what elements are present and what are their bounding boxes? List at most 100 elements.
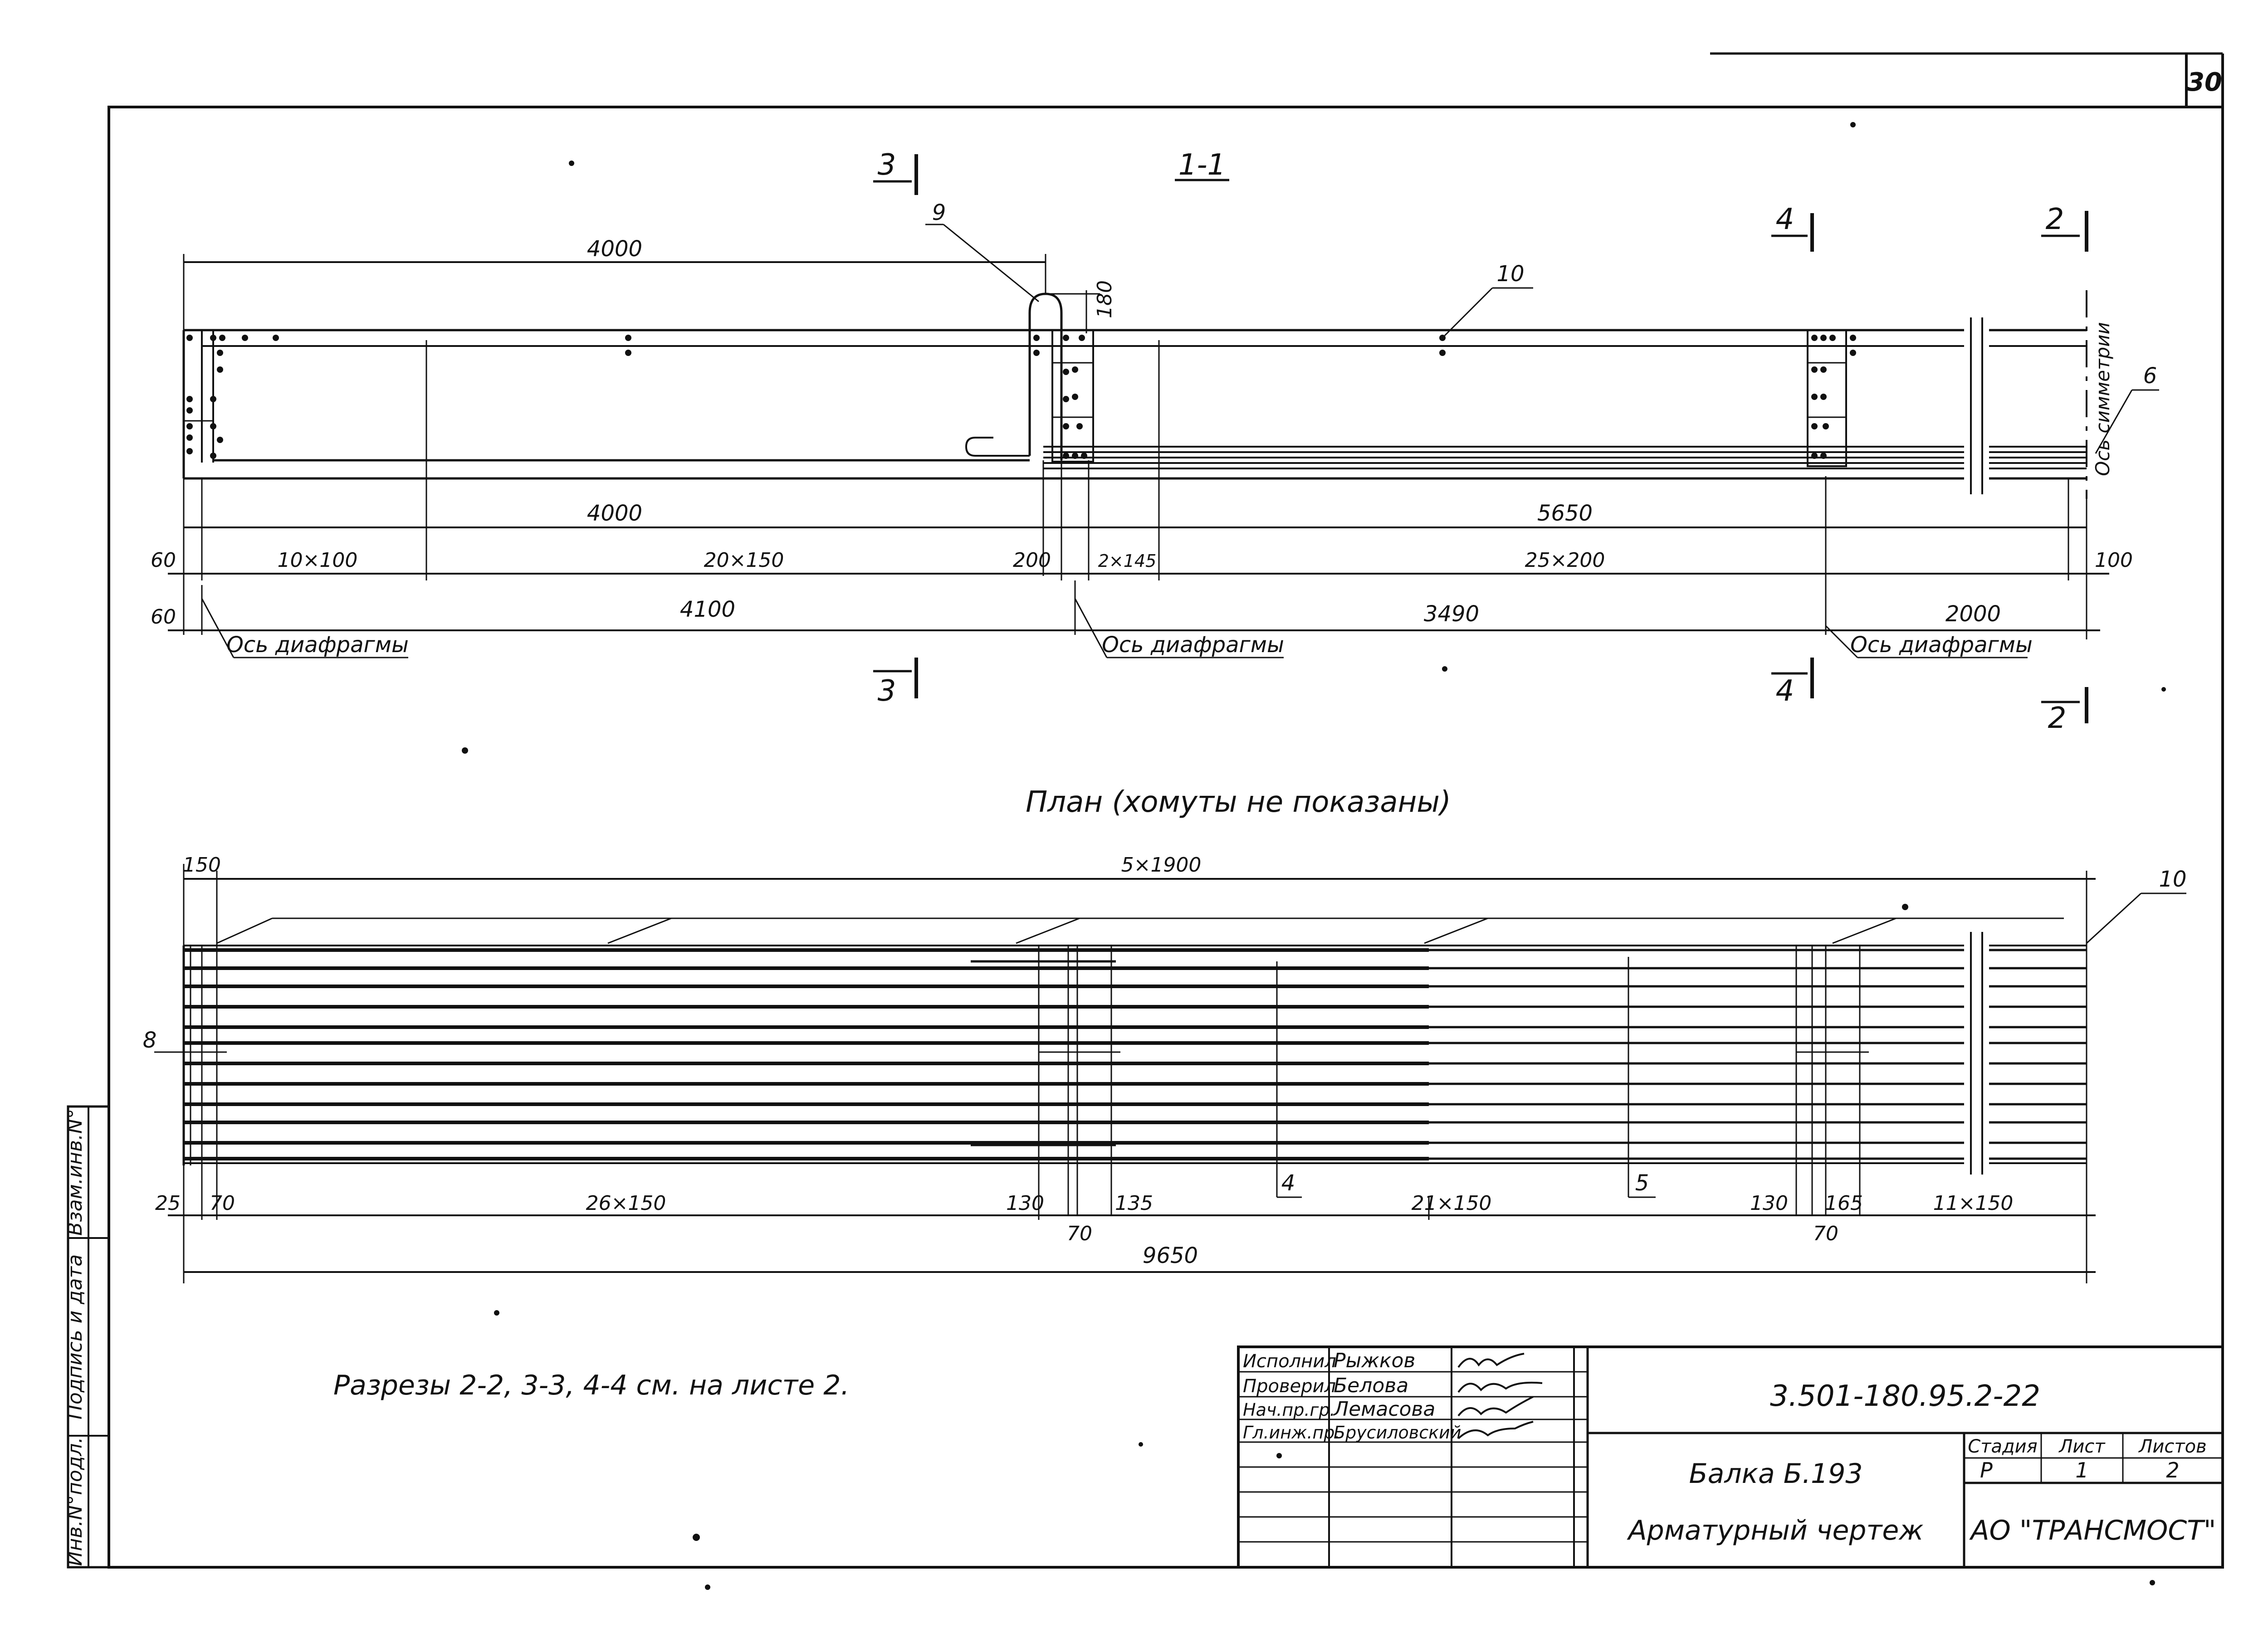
sheet-frame [108,52,2224,1569]
cut-mark-2-top: 2 [2041,203,2088,252]
svg-text:100: 100 [2095,549,2133,572]
rebar-dots [186,335,1856,459]
dim-row-2: 60 10×100 20×150 200 2×145 25×200 100 [151,460,2133,580]
company-name: АО "ТРАНСМОСТ" [1969,1515,2216,1546]
svg-text:11×150: 11×150 [1933,1192,2014,1215]
svg-text:2000: 2000 [1945,601,2001,627]
sheet-label: Лист [2058,1436,2106,1457]
plan-dim-row: 25 70 26×150 130 70 135 21×150 130 165 7… [155,1165,2096,1283]
svg-text:60: 60 [151,605,176,629]
svg-text:4: 4 [1776,203,1794,236]
svg-text:130: 130 [1006,1192,1044,1215]
plan-dim-top: 150 5×1900 [183,853,2096,948]
dim-row-1: 4000 5650 [183,460,2087,639]
plan-dim-total: 9650 [184,1243,2096,1273]
object-name: Балка Б.193 [1689,1458,1862,1490]
plan-view: План (хомуты не показаны) 150 5×1900 10 [143,785,2187,1283]
stage-label: Стадия [1968,1436,2037,1457]
svg-text:21×150: 21×150 [1412,1192,1492,1215]
axis-symmetry-label: Ось симметрии [2092,322,2114,476]
svg-text:3: 3 [878,674,896,708]
handwritten-signatures [1457,1353,1543,1439]
svg-text:180: 180 [1093,280,1116,318]
svg-text:150: 150 [183,853,221,877]
svg-text:Взам.инв.N°: Взам.инв.N° [64,1109,87,1236]
svg-text:Ось диафрагмы: Ось диафрагмы [1102,632,1284,658]
svg-text:3: 3 [878,148,896,182]
svg-text:Ось диафрагмы: Ось диафрагмы [226,632,409,658]
svg-text:10: 10 [1496,261,1524,287]
svg-text:4000: 4000 [587,501,642,526]
svg-text:165: 165 [1825,1192,1863,1215]
svg-text:6: 6 [2143,363,2157,389]
svg-text:Рыжков: Рыжков [1334,1349,1415,1372]
plan-leader-4: 4 [1277,1170,1302,1198]
sheets-label: Листов [2138,1436,2206,1457]
sections-note: Разрезы 2-2, 3-3, 4-4 см. на листе 2. [333,1370,850,1401]
sheet-value: 1 [2075,1458,2088,1482]
svg-text:135: 135 [1115,1192,1153,1215]
cut-mark-4-top: 4 [1771,203,1814,252]
plan-leader-10: 10 [216,867,2187,944]
plan-leader-8: 8 [143,1028,1869,1053]
plan-body [182,932,2087,1279]
svg-text:2: 2 [2048,702,2067,735]
svg-text:2: 2 [2046,203,2064,236]
cut-mark-3-bottom: 3 [873,658,918,708]
svg-text:70: 70 [1813,1222,1838,1245]
sheets-value: 2 [2166,1458,2179,1482]
svg-text:4: 4 [1281,1170,1295,1196]
svg-text:9: 9 [932,200,946,225]
svg-text:60: 60 [151,549,176,572]
svg-text:3490: 3490 [1424,601,1479,627]
svg-text:8: 8 [143,1028,157,1053]
signature-roles: Исполнил Рыжков Проверил Белова Нач.пр.г… [1243,1349,1461,1443]
svg-text:Подпись и дата: Подпись и дата [64,1254,87,1419]
sheet-number: 30 [2187,68,2222,97]
dim-row-3: 60 4100 3490 2000 [151,476,2100,635]
svg-text:Нач.пр.гр.: Нач.пр.гр. [1243,1400,1335,1420]
svg-text:Белова: Белова [1334,1374,1408,1397]
leader-9: 9 [925,200,1039,302]
plan-title: План (хомуты не показаны) [1026,785,1451,819]
svg-text:70: 70 [210,1192,235,1215]
svg-text:10: 10 [2159,867,2186,892]
drawing-type: Арматурный чертеж [1627,1515,1924,1546]
dim-top-4000: 4000 [183,236,1046,330]
cut-mark-4-bottom: 4 [1771,658,1814,708]
svg-text:9650: 9650 [1143,1243,1198,1268]
svg-text:Проверил: Проверил [1243,1376,1336,1397]
svg-text:20×150: 20×150 [704,549,784,572]
stage-value: Р [1980,1458,1993,1482]
svg-text:26×150: 26×150 [586,1192,666,1215]
section-1-1: 1-1 3 4 2 3 4 2 [151,148,2159,735]
section-title: 1-1 [1178,148,1226,182]
svg-text:2×145: 2×145 [1098,551,1157,571]
svg-text:10×100: 10×100 [278,549,358,572]
plan-leader-5: 5 [1628,1170,1656,1198]
svg-text:Брусиловский: Брусиловский [1334,1423,1461,1443]
svg-text:130: 130 [1750,1192,1788,1215]
svg-text:200: 200 [1013,549,1051,572]
leader-10: 10 [1444,261,1533,336]
cut-mark-2-bottom: 2 [2041,687,2088,735]
side-stamp: Инв.N°подл. Подпись и дата Взам.инв.N° [64,1105,110,1569]
svg-text:Лемасова: Лемасова [1333,1398,1435,1421]
svg-text:Гл.инж.пр.: Гл.инж.пр. [1243,1423,1340,1443]
svg-text:Исполнил: Исполнил [1243,1351,1336,1372]
svg-text:5: 5 [1635,1170,1649,1196]
svg-text:70: 70 [1067,1222,1092,1245]
axis-diaphragm-2: Ось диафрагмы [1074,598,1284,658]
svg-text:4100: 4100 [680,597,735,622]
leader-6: 6 [2095,363,2159,454]
svg-text:25×200: 25×200 [1525,549,1605,572]
svg-text:25: 25 [155,1192,181,1215]
svg-text:Инв.N°подл.: Инв.N°подл. [64,1437,87,1566]
scan-specks [462,122,2166,1590]
svg-text:4: 4 [1776,674,1794,708]
document-code: 3.501-180.95.2-22 [1770,1380,2040,1413]
title-block: Исполнил Рыжков Проверил Белова Нач.пр.г… [1237,1345,2224,1569]
svg-text:5650: 5650 [1537,501,1593,526]
svg-text:4000: 4000 [587,236,642,262]
